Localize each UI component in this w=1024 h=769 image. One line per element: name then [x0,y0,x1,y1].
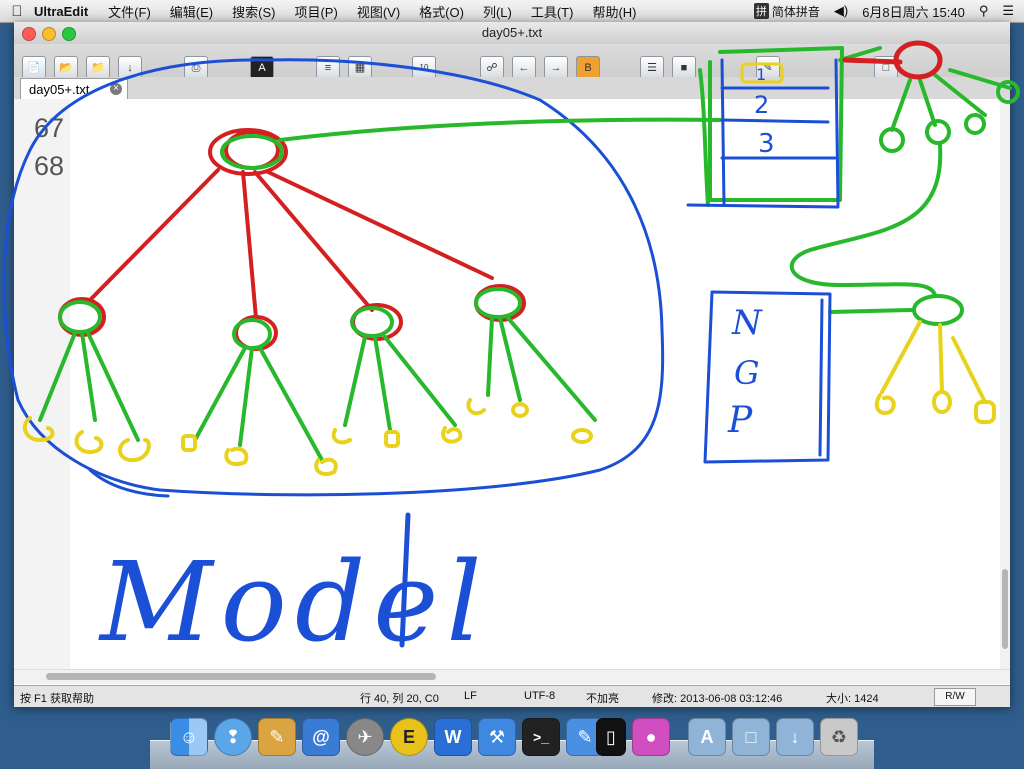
menu-project[interactable]: 项目(P) [294,4,338,20]
line-number: 68 [34,151,65,181]
horizontal-scroll-thumb[interactable] [46,673,436,680]
line-number-gutter: 67 68 [14,99,70,669]
close-tab-icon[interactable]: × [110,83,122,95]
notification-center-icon[interactable]: ☰ [1002,3,1014,18]
menu-column[interactable]: 列(L) [482,4,512,20]
status-menus: 拼 简体拼音 ◀) 6月8日周六 15:40 ⚲ ☰ [740,0,1024,22]
simulator-icon[interactable]: ▯ [596,718,626,756]
finder-icon[interactable]: ☺ [170,718,208,756]
clock[interactable]: 6月8日周六 15:40 [862,4,965,20]
file-tab-label: day05+.txt [29,82,90,97]
status-position: 行 40, 列 20, C0 [360,693,439,705]
safari-icon[interactable]: ❢ [214,718,252,756]
input-method-icon[interactable]: 拼 [753,3,769,19]
horizontal-scrollbar[interactable] [14,669,1010,684]
applications-folder-icon[interactable]: A [688,718,726,756]
word-icon[interactable]: W [434,718,472,756]
speaker-icon[interactable]: ◀) [833,3,849,18]
close-window-icon[interactable] [22,27,36,41]
apple-menu-icon[interactable]:  [0,3,34,20]
launchpad-icon[interactable]: ✈ [346,718,384,756]
title-bar[interactable]: day05+.txt [14,22,1010,44]
window-title: day05+.txt [481,25,543,40]
menu-edit[interactable]: 编辑(E) [169,4,214,20]
status-help: 按 F1 获取帮助 [20,693,94,705]
xcode-icon[interactable]: ⚒ [478,718,516,756]
status-mode[interactable]: R/W [934,688,976,706]
menu-search[interactable]: 搜索(S) [232,4,276,20]
vertical-scroll-thumb[interactable] [1002,569,1008,649]
status-modified: 修改: 2013-06-08 03:12:46 [652,693,783,705]
script-editor-icon[interactable]: ✎ [258,718,296,756]
input-method-label[interactable]: 简体拼音 [771,4,820,19]
trash-icon[interactable]: ♻ [820,718,858,756]
status-line-ending[interactable]: LF [464,690,477,702]
menu-help[interactable]: 帮助(H) [592,4,637,20]
tab-icon[interactable]: ■ [672,56,696,80]
ultraedit-icon[interactable]: E [390,718,428,756]
status-size: 大小: 1424 [826,693,879,705]
status-highlight[interactable]: 不加亮 [586,693,619,705]
downloads-folder-icon[interactable]: ↓ [776,718,814,756]
menu-view[interactable]: 视图(V) [356,4,401,20]
menubar:  UltraEdit 文件(F) 编辑(E) 搜索(S) 项目(P) 视图(V… [0,0,1024,23]
app-menu[interactable]: UltraEdit [34,3,89,19]
documents-folder-icon[interactable]: □ [732,718,770,756]
terminal-icon[interactable]: >_ [522,718,560,756]
menu-file[interactable]: 文件(F) [108,4,151,20]
editor-area[interactable]: 67 68 [14,99,1000,669]
zoom-window-icon[interactable] [62,27,76,41]
menu-tools[interactable]: 工具(T) [530,4,574,20]
status-encoding[interactable]: UTF-8 [524,690,556,702]
menu-format[interactable]: 格式(O) [419,4,464,20]
vertical-scrollbar[interactable] [1000,99,1010,669]
status-bar: 按 F1 获取帮助 行 40, 列 20, C0 LF UTF-8 不加亮 修改… [14,685,1010,707]
minimize-window-icon[interactable] [42,27,56,41]
editor-window: day05+.txt 📄 📂 📁 ↓ ⎙ A ≡ ▦ 10 ☍ ← → B ☰ … [14,22,1010,707]
spotlight-icon[interactable]: ⚲ [978,3,989,18]
tab-bar: day05+.txt × [14,77,1010,100]
dock: ☺ ❢ ✎ @ ✈ E W ⚒ >_ ✎ ▯ ● A □ ↓ ♻ [150,712,874,769]
line-number: 67 [34,113,65,143]
mail-icon[interactable]: @ [302,718,340,756]
ibooks-icon[interactable]: ● [632,718,670,756]
file-tab[interactable]: day05+.txt × [20,78,128,99]
